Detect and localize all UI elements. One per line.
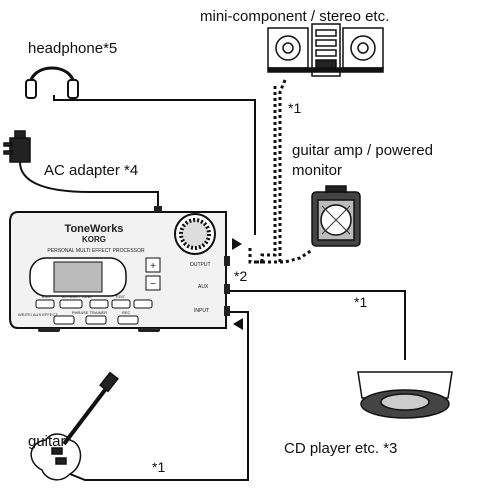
ac-adapter-label: AC adapter *4 [44, 162, 139, 179]
input-jack[interactable] [224, 306, 230, 316]
brand-korg: KORG [82, 235, 106, 244]
stereo-cable-lower [260, 86, 277, 262]
input-arrow [233, 318, 243, 330]
guitar-icon [30, 371, 119, 481]
stereo-cable [255, 79, 287, 264]
plus-button[interactable] [145, 257, 161, 273]
guitar-amp-icon [311, 185, 361, 247]
svg-text:+: + [150, 261, 156, 272]
rec-button[interactable] [117, 315, 139, 325]
write-button[interactable] [53, 315, 75, 325]
exit-button[interactable] [35, 299, 55, 309]
cables [19, 79, 406, 481]
lcd-screen [53, 261, 103, 293]
headphone-icon [25, 66, 79, 99]
guitar-amp-label-line2: monitor [292, 162, 343, 179]
aux-jack[interactable] [224, 284, 230, 294]
jack-input-label: INPUT [194, 308, 209, 314]
amp-cable [262, 248, 313, 264]
brand-toneworks: ToneWorks [65, 223, 124, 235]
note-cd: *1 [354, 294, 368, 310]
note-guitar: *1 [152, 459, 166, 475]
svg-text:−: − [150, 279, 156, 290]
toneworks-device: ToneWorks KORG PERSONAL MULTI EFFECT PRO… [9, 206, 230, 332]
stereo-icon [267, 23, 384, 77]
button-label-bypass: BYPASS / TUNE [62, 294, 92, 299]
guitar-label: guitar [28, 433, 66, 450]
button-label-rec: REC [122, 310, 131, 315]
note-stereo: *1 [288, 100, 302, 116]
headphone-cable [53, 95, 256, 235]
mini-component-label: mini-component / stereo etc. [200, 8, 390, 25]
model-name: PERSONAL MULTI EFFECT PROCESSOR [47, 248, 145, 254]
button-label-edit: EDIT [116, 294, 126, 299]
ac-adapter-icon [3, 130, 31, 163]
jack-aux-label: AUX [198, 284, 209, 290]
output-arrow [232, 238, 242, 250]
rewind-button[interactable] [89, 299, 109, 309]
headphone-label: headphone*5 [28, 40, 118, 57]
guitar-amp-label-line1: guitar amp / powered [292, 142, 433, 159]
play-button[interactable] [59, 299, 83, 309]
guitar-cable [59, 311, 249, 481]
forward-button[interactable] [111, 299, 131, 309]
aux-cable [228, 290, 406, 360]
note-output: *2 [234, 268, 248, 284]
button-label-write: WRITE/ AUX EFFECT [18, 312, 58, 317]
button-label-phrase: PHRASE TRAINER [72, 310, 107, 315]
cd-player-icon [357, 371, 453, 419]
jack-output-label: OUTPUT [190, 262, 211, 268]
output-dotted [248, 248, 262, 264]
adapter-cable [19, 161, 159, 208]
minus-button[interactable] [145, 275, 161, 291]
edit-button[interactable] [133, 299, 153, 309]
phrase-button[interactable] [85, 315, 107, 325]
button-label-exit: EXIT [42, 294, 51, 299]
cd-player-label: CD player etc. *3 [284, 440, 398, 457]
output-jack[interactable] [224, 256, 230, 266]
